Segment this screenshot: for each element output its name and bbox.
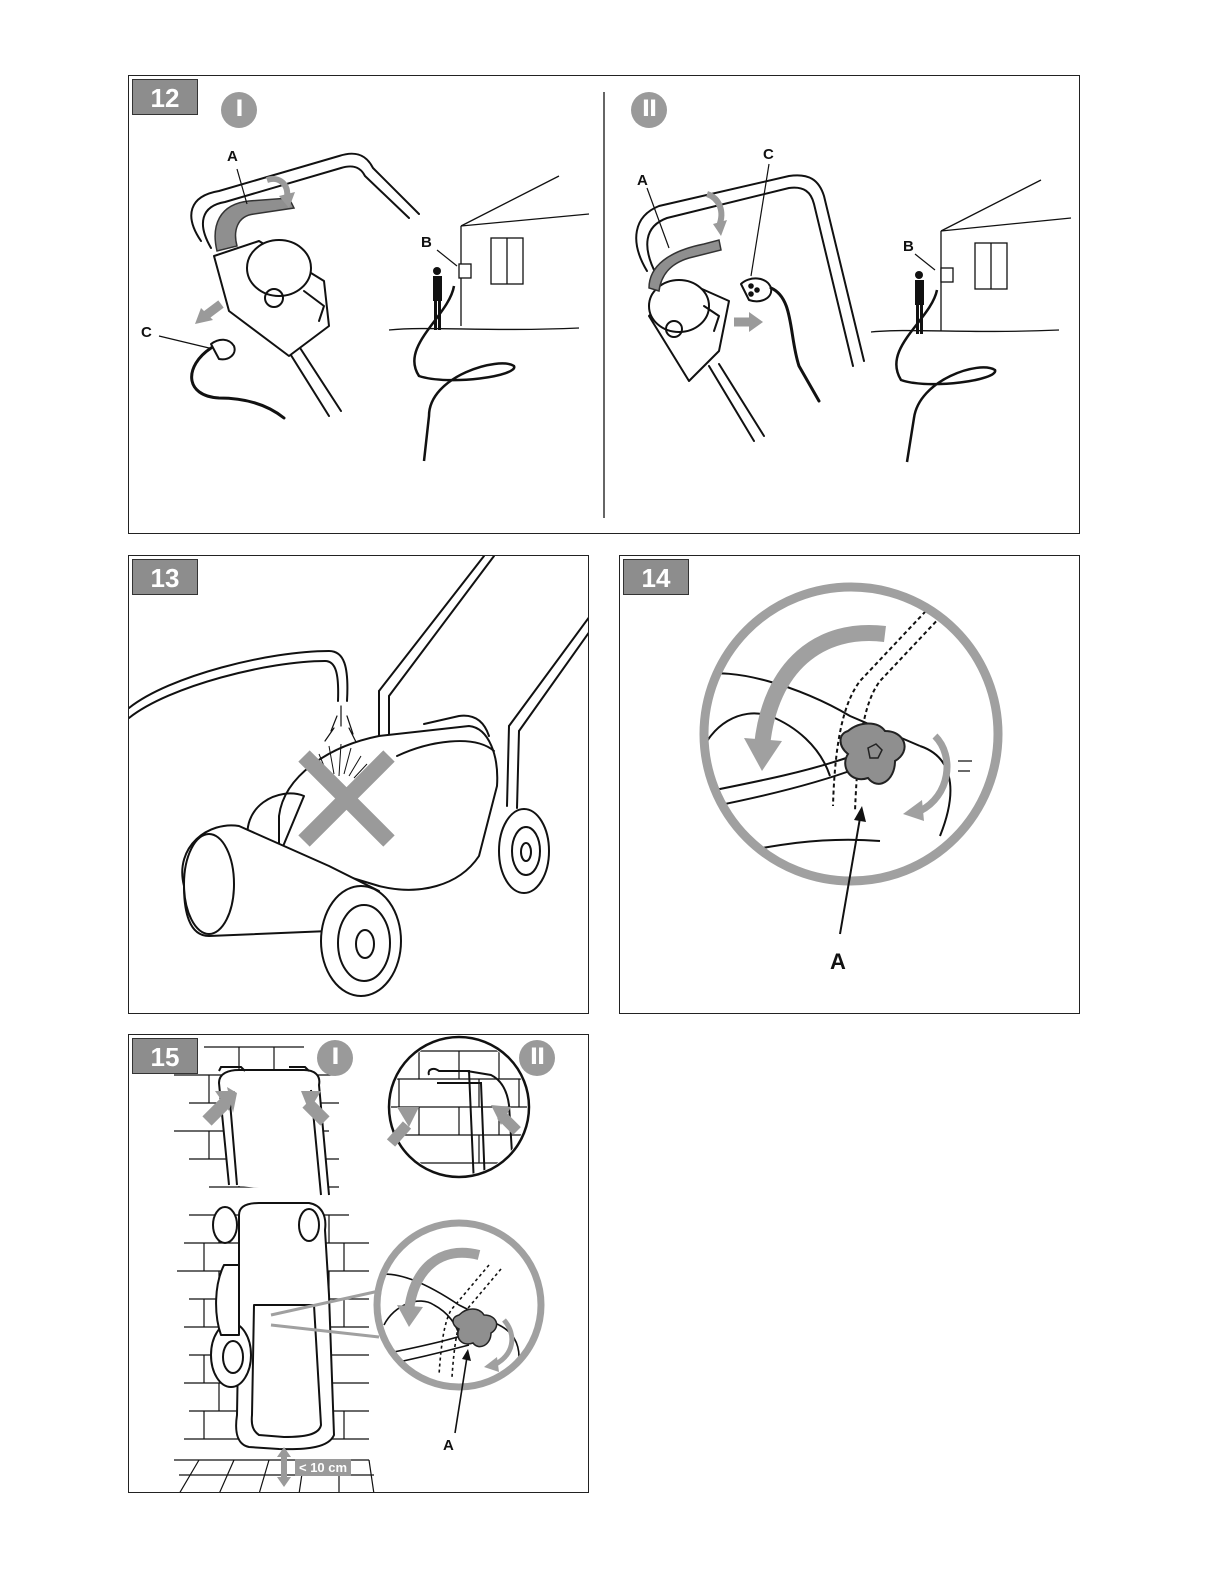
figure-15-panel: 15 <box>128 1034 589 1493</box>
label-b: B <box>421 234 432 251</box>
figure-15-illustration <box>129 1035 589 1493</box>
figure-13-panel: 13 <box>128 555 589 1014</box>
step-one-badge: I <box>317 1040 353 1076</box>
height-measurement: < 10 cm <box>295 1459 351 1476</box>
figure-14-panel: 14 A <box>619 555 1080 1014</box>
label-a: A <box>830 949 846 975</box>
figure-13-illustration <box>129 556 589 1014</box>
label-a: A <box>637 172 648 189</box>
step-two-badge: II <box>519 1040 555 1076</box>
label-b: B <box>903 238 914 255</box>
step-two-badge: II <box>631 92 667 128</box>
figure-12-panel: 12 <box>128 75 1080 534</box>
label-c: C <box>141 324 152 341</box>
label-a: A <box>443 1437 454 1454</box>
label-a: A <box>227 148 238 165</box>
label-c: C <box>763 146 774 163</box>
step-one-badge: I <box>221 92 257 128</box>
figure-14-illustration <box>620 556 1080 1014</box>
figure-12-illustration <box>129 76 1080 534</box>
